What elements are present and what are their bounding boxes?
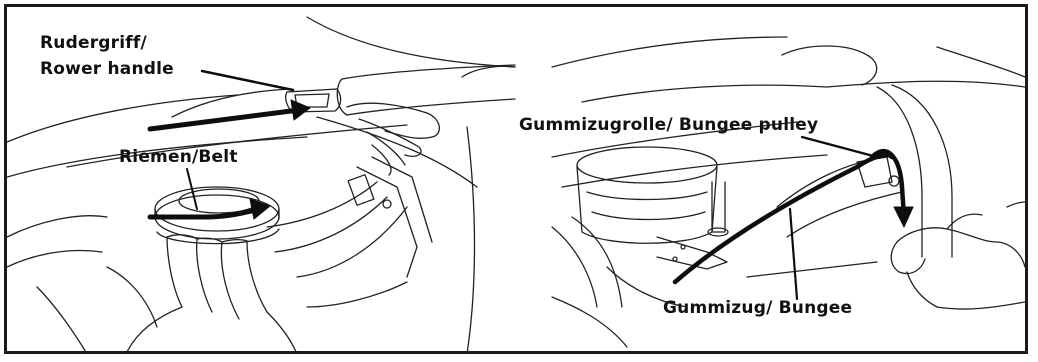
bungee-leader-line xyxy=(790,209,797,299)
handle-label-german: Rudergriff/ xyxy=(40,33,147,53)
flywheel-drum xyxy=(577,147,717,183)
handle-label-english: Rower handle xyxy=(40,59,174,79)
bungee-pulley-label: Gummizugrolle/ Bungee pulley xyxy=(519,115,818,135)
figure-frame: Rudergriff/ Rower handle Riemen/Belt Gum… xyxy=(4,4,1028,354)
belt-label: Riemen/Belt xyxy=(119,147,238,167)
pulley-leader-line xyxy=(802,137,877,157)
bungee-label: Gummizug/ Bungee xyxy=(663,298,852,318)
right-hand xyxy=(897,228,1025,267)
